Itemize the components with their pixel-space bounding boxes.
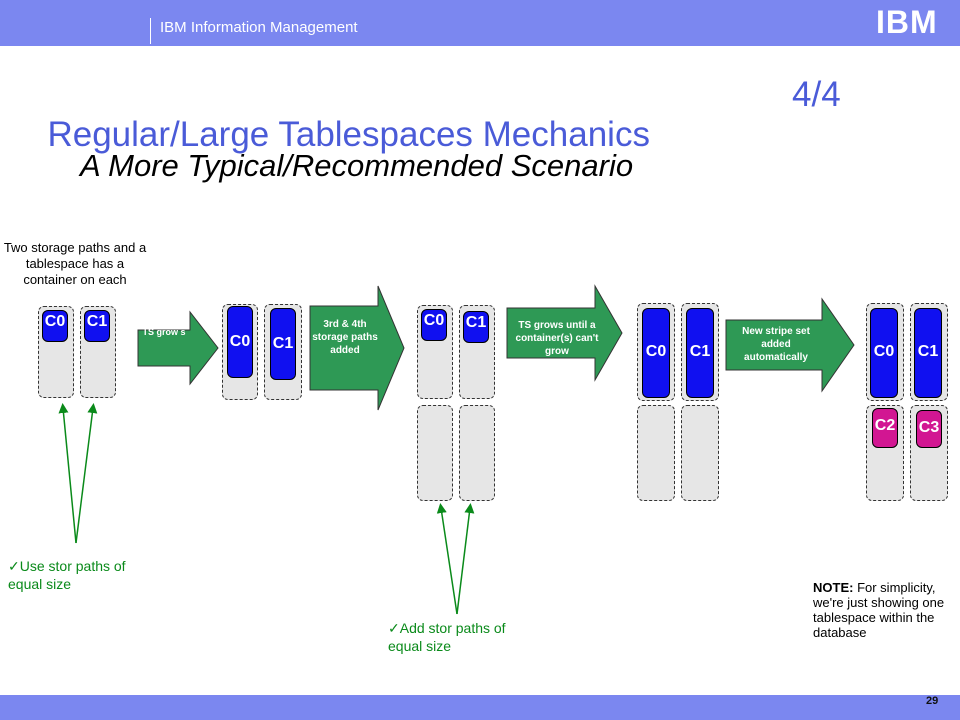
arrow-storage-paths-added <box>309 285 405 411</box>
arrow-ts-grows-until <box>506 284 623 382</box>
container-c2: C2 <box>872 408 898 448</box>
storage-path-slot <box>459 405 495 501</box>
add-equal-note: ✓Add stor paths of equal size <box>388 620 506 654</box>
container-c1: C1 <box>270 308 296 380</box>
ibm-logo-icon: IBM <box>876 4 938 40</box>
storage-path-slot <box>637 405 675 501</box>
storage-path-slot <box>417 405 453 501</box>
arrow-storage-paths-label: 3rd & 4th storage paths added <box>312 318 378 357</box>
checkmark-icon: ✓ <box>8 558 20 574</box>
container-c0: C0 <box>870 308 898 398</box>
container-c1: C1 <box>914 308 942 398</box>
arrow-ts-grows <box>137 310 219 386</box>
page-number: 29 <box>926 695 939 707</box>
container-c0: C0 <box>227 306 253 378</box>
slide-title: Regular/Large Tablespaces Mechanics 4/4 <box>28 75 840 195</box>
container-c1: C1 <box>686 308 714 398</box>
storage-path-slot <box>681 405 719 501</box>
equal-size-note: ✓Use stor paths of equal size <box>8 558 126 592</box>
container-c3: C3 <box>916 410 942 448</box>
pointer-line <box>58 403 77 544</box>
container-c1: C1 <box>84 310 110 342</box>
arrow-new-stripe <box>725 297 855 393</box>
arrow-storage-paths-line1: 3rd & 4th <box>323 319 367 330</box>
container-c0: C0 <box>642 308 670 398</box>
header-divider <box>150 18 151 44</box>
container-c1: C1 <box>463 311 489 343</box>
checkmark-icon: ✓ <box>388 620 400 636</box>
simplicity-note: NOTE: For simplicity, we're just showing… <box>813 580 948 640</box>
pointer-line <box>456 503 475 615</box>
footer-bar: 29 <box>0 695 960 720</box>
header-bar: IBM Information Management IBM <box>0 0 960 46</box>
note-text: For simplicity, we're just showing one t… <box>813 580 945 640</box>
pointer-line <box>436 503 458 615</box>
arrow-ts-grows-until-label: TS grows until a container(s) can't grow <box>515 320 599 357</box>
container-c0: C0 <box>42 310 68 342</box>
slide-subtitle: A More Typical/Recommended Scenario <box>80 148 634 183</box>
note-label: NOTE: <box>813 580 854 595</box>
slide-title-fraction: 4/4 <box>792 75 841 114</box>
container-c0: C0 <box>421 309 447 341</box>
arrow-new-stripe-label: New stripe set added automatically <box>742 326 810 363</box>
pointer-line <box>75 403 98 544</box>
slide-title-text: Regular/Large Tablespaces Mechanics <box>47 115 650 154</box>
intro-caption: Two storage paths and a tablespace has a… <box>3 240 147 287</box>
arrow-storage-paths-rest: storage paths added <box>312 332 378 356</box>
header-brand: IBM Information Management <box>160 19 358 36</box>
arrow-ts-grows-label: TS grow s <box>142 327 186 337</box>
